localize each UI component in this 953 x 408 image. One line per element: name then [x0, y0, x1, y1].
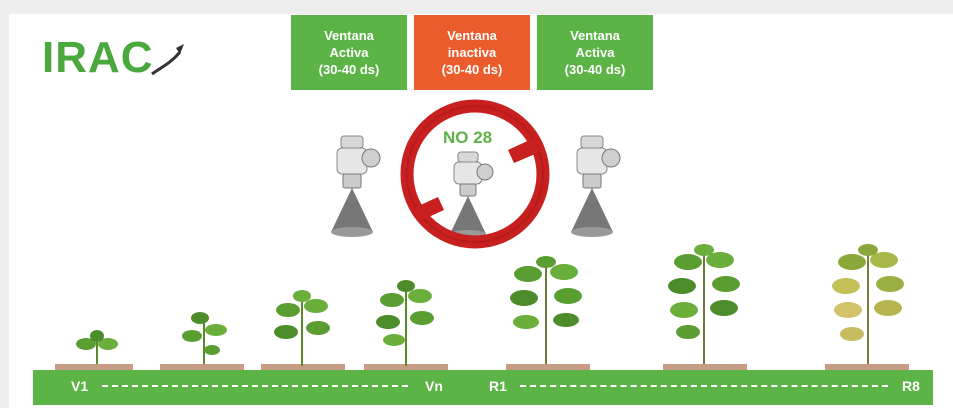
- soil-strip: [506, 364, 590, 370]
- window-2-line3: (30-40 ds): [441, 62, 503, 77]
- sprayer-nozzle-icon-center: [450, 151, 494, 238]
- window-2-line1: Ventana: [447, 28, 497, 43]
- window-1-line2: Activa: [329, 45, 369, 60]
- soil-strip: [364, 364, 448, 370]
- soil-strip: [160, 364, 244, 370]
- soil-strip: [55, 364, 133, 370]
- no-28-label: NO 28: [443, 128, 493, 147]
- stage-vn: Vn: [425, 378, 443, 394]
- window-3-line2: Activa: [575, 45, 615, 60]
- window-active-1: Ventana Activa (30-40 ds): [291, 15, 407, 90]
- window-3-line1: Ventana: [570, 28, 620, 43]
- soybean-plant-icon-3: [274, 290, 330, 366]
- soybean-plant-icon-4: [376, 280, 434, 366]
- soybean-plant-icon-1: [76, 330, 118, 364]
- soybean-plant-icon-2: [182, 312, 227, 364]
- growth-stage-bar: [33, 370, 933, 405]
- dashed-line-vegetative: [102, 385, 408, 387]
- soil-strip: [825, 364, 909, 370]
- window-inactive: Ventana inactiva (30-40 ds): [414, 15, 530, 90]
- window-1-line1: Ventana: [324, 28, 374, 43]
- window-1-line3: (30-40 ds): [318, 62, 380, 77]
- window-active-2: Ventana Activa (30-40 ds): [537, 15, 653, 90]
- soil-strip: [261, 364, 345, 370]
- soybean-plant-icon-7: [832, 244, 904, 364]
- soybean-plant-icon-6: [668, 244, 740, 364]
- sprayer-nozzle-icon-right: [571, 135, 621, 237]
- logo-text: IRAC: [42, 33, 154, 82]
- irac-logo: IRAC: [42, 33, 184, 82]
- dashed-line-reproductive: [520, 385, 888, 387]
- logo-swoosh-icon: [151, 44, 184, 76]
- soil-strip: [663, 364, 747, 370]
- prohibited-sign-icon: [400, 99, 550, 249]
- window-3-line3: (30-40 ds): [564, 62, 626, 77]
- stage-r1: R1: [489, 378, 507, 394]
- stage-r8: R8: [902, 378, 920, 394]
- sprayer-nozzle-icon-left: [331, 135, 381, 237]
- soybean-plant-icon-5: [510, 256, 582, 364]
- stage-v1: V1: [71, 378, 89, 394]
- window-2-line2: inactiva: [447, 45, 497, 60]
